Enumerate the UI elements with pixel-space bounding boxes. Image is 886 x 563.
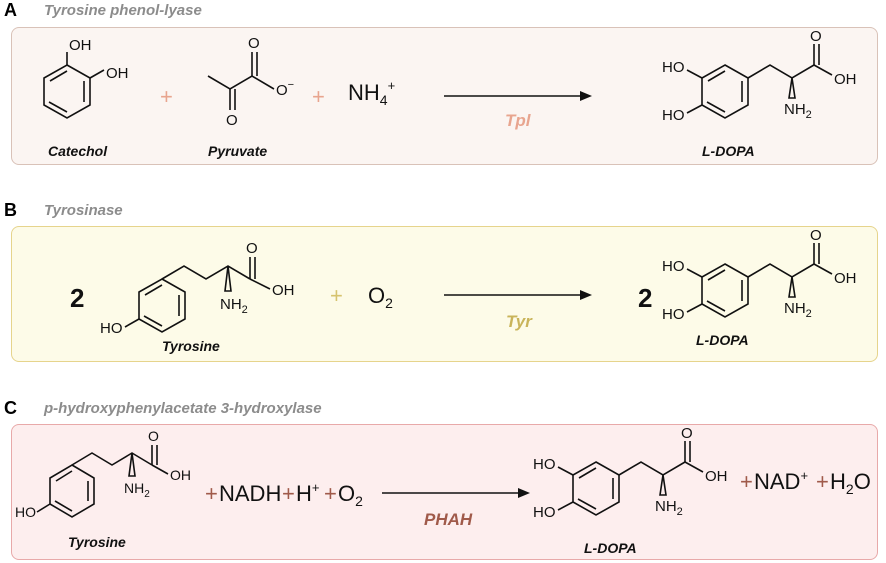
arrow-head [580, 91, 592, 101]
plus-sign: + [282, 481, 295, 506]
nadh-formula: NADH [219, 481, 281, 506]
dopa-amine: NH2 [655, 498, 683, 518]
l-dopa-label: L-DOPA [584, 540, 637, 556]
dopa-ho-2: HO [662, 107, 685, 124]
dopa-carboxyl-oh: OH [705, 468, 728, 485]
tyrosine-carbonyl-o: O [246, 240, 258, 257]
panel-b-scheme: 2 HO O OH NH2 Tyrosine + O2 Tyr 2 [70, 227, 857, 354]
tyrosine-carbonyl-o: O [148, 428, 159, 444]
dopa-carboxyl-oh: OH [834, 71, 857, 88]
arrow-head [518, 488, 530, 498]
pyruvate-carboxylate-o: O− [276, 79, 294, 99]
pyruvate-carbonyl-o: O [248, 35, 260, 52]
panel-a-title: Tyrosine phenol-lyase [44, 2, 202, 19]
panel-c-letter: C [4, 398, 17, 418]
dopa-carbonyl-o: O [810, 227, 822, 244]
tyrosine-carboxyl-oh: OH [170, 467, 191, 483]
enzyme-label-tpl: Tpl [505, 111, 532, 130]
pyruvate-structure [207, 52, 275, 110]
panel-a-letter: A [4, 0, 17, 20]
tyrosine-label: Tyrosine [162, 338, 220, 354]
product-coefficient: 2 [638, 283, 652, 313]
l-dopa-label: L-DOPA [702, 143, 755, 159]
plus-sign: + [160, 84, 173, 109]
panel-c-scheme: HO O OH NH2 Tyrosine + NADH + H+ + O2 PH… [15, 425, 871, 556]
l-dopa-structure [557, 441, 704, 516]
water-formula: H2O [830, 469, 871, 497]
dopa-ho-1: HO [662, 59, 685, 76]
dopa-carbonyl-o: O [810, 28, 822, 45]
enzyme-label-phah: PHAH [424, 510, 473, 529]
dopa-carboxyl-oh: OH [834, 270, 857, 287]
tyrosine-structure [124, 257, 271, 333]
panel-b: 2 HO O OH NH2 Tyrosine + O2 Tyr 2 [11, 226, 878, 362]
dopa-ho-2: HO [533, 504, 556, 521]
tyrosine-structure [36, 445, 169, 518]
panel-b-letter: B [4, 200, 17, 220]
tyrosine-amine: NH2 [220, 296, 248, 316]
tyrosine-amine: NH2 [124, 480, 150, 500]
plus-sign: + [205, 481, 218, 506]
proton-formula: H+ [296, 480, 319, 506]
l-dopa-structure [686, 243, 833, 318]
ammonium-formula: NH4+ [348, 78, 395, 108]
panel-c: HO O OH NH2 Tyrosine + NADH + H+ + O2 PH… [11, 424, 878, 560]
catechol-oh-2: OH [106, 65, 129, 82]
catechol-structure [43, 52, 105, 119]
dopa-ho-1: HO [533, 456, 556, 473]
oxygen-formula: O2 [368, 283, 393, 311]
panel-a: OH OH Catechol + O O O− Pyruvate + NH4+ … [11, 27, 878, 165]
plus-sign: + [816, 469, 829, 494]
dopa-amine: NH2 [784, 300, 812, 320]
dopa-carbonyl-o: O [681, 425, 693, 442]
tyrosine-ho: HO [15, 504, 36, 520]
tyrosine-label: Tyrosine [68, 534, 126, 550]
plus-sign: + [330, 283, 343, 308]
enzyme-label-tyr: Tyr [506, 312, 533, 331]
reactant-coefficient: 2 [70, 283, 84, 313]
plus-sign: + [312, 84, 325, 109]
catechol-label: Catechol [48, 143, 108, 159]
dopa-amine: NH2 [784, 101, 812, 121]
plus-sign: + [740, 469, 753, 494]
pyruvate-keto-o: O [226, 112, 238, 129]
oxygen-formula: O2 [338, 481, 363, 509]
plus-sign: + [324, 481, 337, 506]
catechol-oh-1: OH [69, 37, 92, 54]
arrow-head [580, 290, 592, 300]
panel-b-title: Tyrosinase [44, 202, 123, 219]
panel-a-scheme: OH OH Catechol + O O O− Pyruvate + NH4+ … [43, 28, 857, 159]
tyrosine-ho: HO [100, 320, 123, 337]
tyrosine-carboxyl-oh: OH [272, 282, 295, 299]
l-dopa-label: L-DOPA [696, 332, 749, 348]
nad-formula: NAD+ [754, 468, 808, 494]
dopa-ho-2: HO [662, 306, 685, 323]
panel-c-title: p-hydroxyphenylacetate 3-hydroxylase [44, 400, 322, 417]
pyruvate-label: Pyruvate [208, 143, 267, 159]
l-dopa-structure [686, 44, 833, 119]
dopa-ho-1: HO [662, 258, 685, 275]
